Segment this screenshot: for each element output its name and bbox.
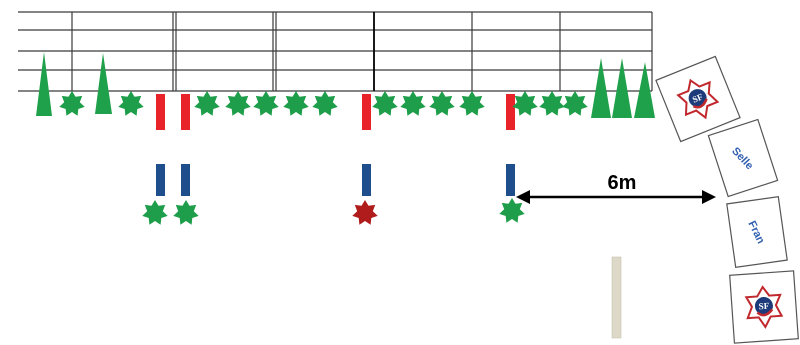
- shrub: [459, 91, 485, 116]
- advertising-boards: SF Selle Fran SF: [655, 55, 799, 344]
- shrub: [253, 91, 279, 116]
- shrub: [142, 200, 168, 225]
- shrub: [499, 198, 525, 223]
- board-fran: Fran: [726, 196, 788, 268]
- shrub: [539, 91, 565, 116]
- shrub: [118, 91, 144, 116]
- arena-fence: [18, 11, 653, 92]
- shrub: [312, 91, 338, 116]
- shrub: [173, 200, 199, 225]
- shrub: [429, 91, 455, 116]
- pole: [506, 94, 515, 196]
- shrub: [352, 200, 378, 225]
- tree: [591, 58, 611, 118]
- distance-label: 6m: [608, 172, 637, 194]
- tree: [612, 58, 632, 118]
- board-selle: Selle: [707, 118, 779, 198]
- tree: [634, 62, 655, 118]
- shrub: [194, 91, 220, 116]
- pole: [156, 94, 165, 196]
- ground-post: [611, 256, 622, 339]
- board-logo-bottom: SF: [729, 270, 799, 344]
- distance-arrow: [516, 190, 716, 204]
- tree: [95, 53, 112, 114]
- jump-poles: [156, 94, 515, 196]
- shrub-row: [59, 91, 588, 225]
- board-logo-top: SF: [655, 55, 741, 143]
- shrub: [400, 91, 426, 116]
- svg-text:SF: SF: [758, 301, 770, 312]
- tree: [36, 52, 52, 116]
- shrub: [225, 91, 251, 116]
- shrub: [59, 91, 85, 116]
- sf-logo-icon: SF: [744, 285, 784, 329]
- pole: [181, 94, 190, 196]
- pole: [362, 94, 371, 196]
- shrub: [562, 91, 588, 116]
- shrub: [283, 91, 309, 116]
- shrub: [512, 91, 538, 116]
- tree-row: [36, 52, 655, 118]
- svg-text:SF: SF: [691, 91, 705, 104]
- shrub: [372, 91, 398, 116]
- sf-logo-icon: SF: [676, 78, 720, 120]
